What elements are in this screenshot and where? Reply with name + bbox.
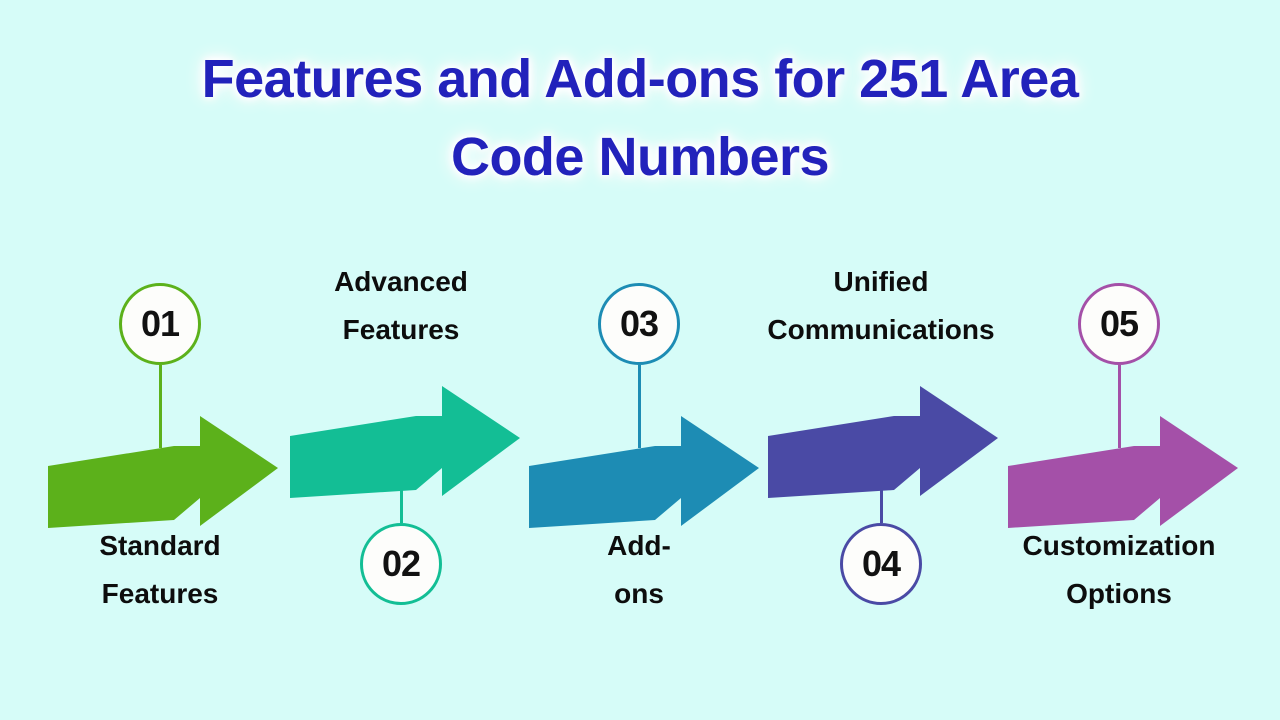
step-arrow-04: [766, 382, 998, 504]
step-connector-stem-02: [400, 476, 403, 523]
step-number-badge-02[interactable]: 02: [360, 523, 442, 605]
step-number-label: 05: [1099, 303, 1139, 344]
step-connector-stem-01: [159, 365, 162, 448]
step-number-badge-03[interactable]: 03: [598, 283, 680, 365]
step-number-label: 03: [619, 303, 659, 344]
step-connector-stem-03: [638, 365, 641, 448]
page-title: Features and Add-ons for 251 Area Code N…: [201, 49, 1079, 187]
step-connector-stem-05: [1118, 365, 1121, 448]
step-connector-stem-04: [880, 476, 883, 523]
step-caption-04: Unified Communications: [767, 266, 995, 345]
step-caption-02: Advanced Features: [334, 266, 468, 345]
step-number-badge-04[interactable]: 04: [840, 523, 922, 605]
step-arrow-02: [288, 382, 520, 504]
step-number-label: 02: [381, 543, 421, 584]
step-number-badge-01[interactable]: 01: [119, 283, 201, 365]
step-arrow-05: [1006, 412, 1238, 534]
step-caption-03: Add- ons: [607, 530, 671, 609]
step-arrow-03: [527, 412, 759, 534]
step-arrow-01: [46, 412, 278, 534]
step-caption-01: Standard Features: [99, 530, 221, 609]
step-number-label: 04: [861, 543, 901, 584]
step-number-badge-05[interactable]: 05: [1078, 283, 1160, 365]
step-caption-05: Customization Options: [1022, 530, 1216, 609]
step-number-label: 01: [140, 303, 180, 344]
